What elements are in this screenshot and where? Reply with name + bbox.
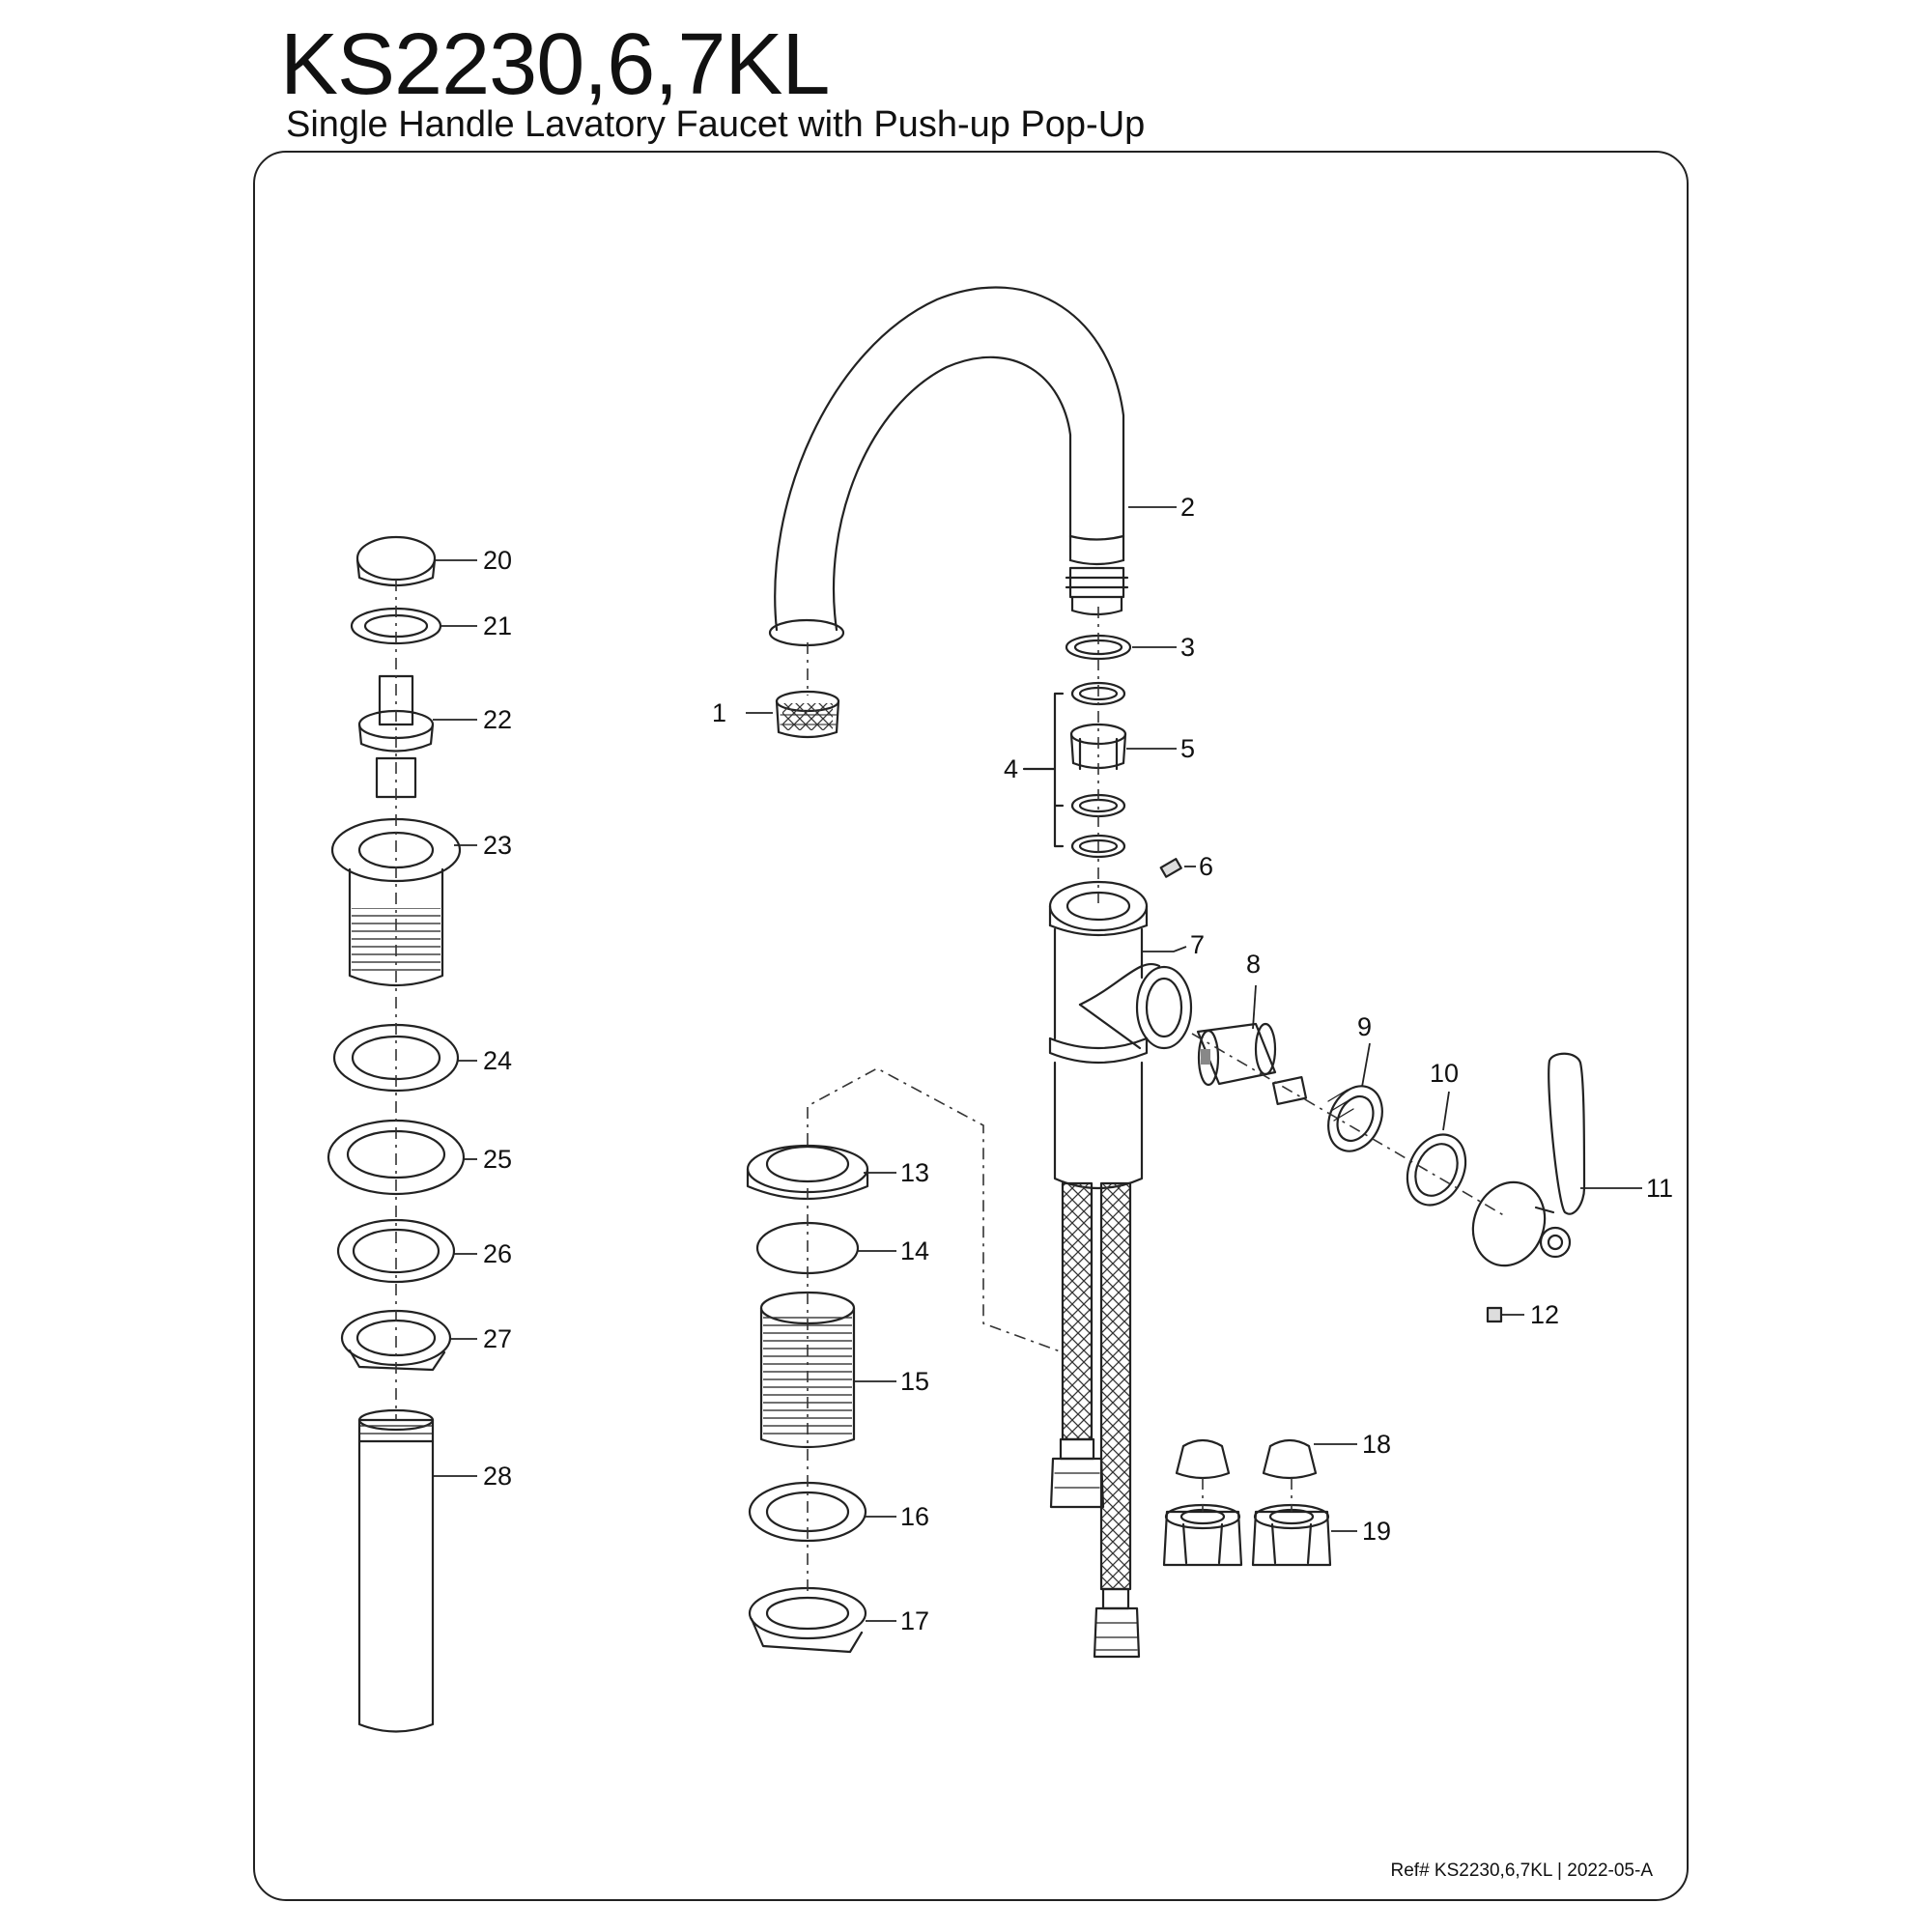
spout-part (768, 286, 1125, 647)
callout-7: 7 (1190, 930, 1205, 959)
callout-11: 11 (1646, 1174, 1673, 1203)
callout-28: 28 (483, 1462, 512, 1491)
callout-14: 14 (900, 1236, 929, 1265)
callout-3: 3 (1180, 633, 1195, 662)
reference-number: Ref# KS2230,6,7KL | 2022-05-A (1390, 1861, 1653, 1881)
callout-27: 27 (483, 1324, 512, 1353)
callout-25: 25 (483, 1145, 512, 1174)
supply-hoses (1049, 1181, 1141, 1659)
callout-18: 18 (1362, 1430, 1391, 1459)
callout-17: 17 (900, 1606, 929, 1635)
callout-12: 12 (1530, 1300, 1559, 1329)
callout-23: 23 (483, 831, 512, 860)
callout-2: 2 (1180, 493, 1195, 522)
callout-1: 1 (712, 698, 726, 727)
callout-20: 20 (483, 546, 512, 575)
diagram-title: KS2230,6,7KL (280, 16, 830, 113)
callout-8: 8 (1246, 950, 1261, 979)
diagram-subtitle: Single Handle Lavatory Faucet with Push-… (286, 104, 1146, 145)
sleeve-part (1406, 1133, 1467, 1207)
callout-6: 6 (1199, 852, 1213, 881)
aerator-part (775, 690, 840, 739)
callout-15: 15 (900, 1367, 929, 1396)
callout-21: 21 (483, 611, 512, 640)
faucet-body-part (1048, 880, 1193, 1190)
callout-9: 9 (1357, 1012, 1372, 1041)
callout-4: 4 (1004, 754, 1018, 783)
callout-22: 22 (483, 705, 512, 734)
cartridge-part (1196, 1022, 1308, 1105)
callout-26: 26 (483, 1239, 512, 1268)
callout-5: 5 (1180, 734, 1195, 763)
spout-connector (1065, 566, 1129, 616)
callout-16: 16 (900, 1502, 929, 1531)
callout-10: 10 (1430, 1059, 1459, 1088)
lever-handle-part (1471, 1052, 1586, 1267)
compression-sleeves (1175, 1438, 1318, 1480)
callout-24: 24 (483, 1046, 512, 1075)
set-screw-6 (1159, 858, 1182, 878)
callout-13: 13 (900, 1158, 929, 1187)
bonnet-nut-part (1327, 1085, 1383, 1152)
callout-19: 19 (1362, 1517, 1391, 1546)
compression-nuts (1162, 1503, 1332, 1567)
set-screw-12 (1486, 1306, 1503, 1323)
diagram-frame (253, 151, 1689, 1901)
